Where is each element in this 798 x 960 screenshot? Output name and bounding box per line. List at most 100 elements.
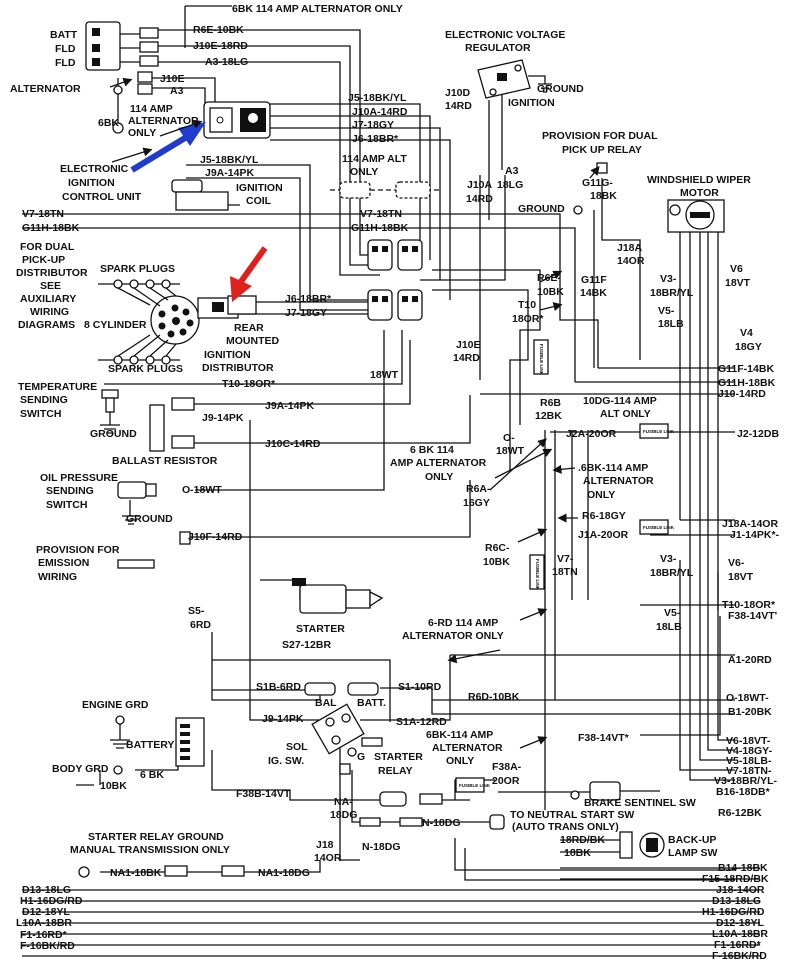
label-fdp1: FOR DUAL — [20, 241, 75, 253]
label-j10a-v: J10A — [467, 179, 493, 191]
emission-plug — [117, 559, 155, 569]
label-g11f: G11F — [581, 274, 607, 286]
electronic-ignition-control-unit — [203, 101, 271, 139]
label-j10e: J10E — [160, 73, 185, 85]
j10f-terminal — [179, 531, 191, 545]
label-batt2: BATT. — [357, 697, 386, 709]
fusible-link-label: FUSIBLE LINK — [535, 559, 540, 591]
brake-sentinel-switch — [570, 781, 660, 801]
label-or14: 14OR — [617, 255, 645, 267]
label-t10-right: T10-18OR* — [722, 599, 776, 611]
label-or14-j18: 14OR — [314, 852, 342, 864]
label-fdp5: AUXILIARY — [20, 293, 76, 305]
label-t10-mid: T10-18OR* — [222, 378, 276, 390]
label-vt18-top: 18VT — [725, 277, 751, 289]
label-j7-mid: J7-18GY — [285, 307, 327, 319]
ignition-coil — [171, 179, 229, 211]
label-b14-r: B14-18BK — [718, 862, 768, 874]
label-brake: BRAKE SENTINEL SW — [584, 797, 696, 809]
label-bk18-g11g: 18BK — [590, 190, 617, 202]
fusible-links — [455, 339, 669, 793]
label-fdp3: DISTRIBUTOR — [16, 267, 88, 279]
label-v7-low: V7- — [557, 553, 574, 565]
label-bk6-2a: .6BK-114 AMP — [578, 462, 648, 474]
label-j10a-top: J10A-14RD — [352, 106, 408, 118]
label-f38-mid: F38-14VT* — [578, 732, 630, 744]
label-rear2: MOUNTED — [226, 335, 279, 347]
neutral-plug — [399, 817, 423, 827]
label-j9a-long: J9A-14PK — [265, 400, 314, 412]
label-n18dg-1: N-18DG — [422, 817, 461, 829]
label-v7-left: V7-18TN — [22, 208, 64, 220]
label-alternator2: ALTERNATOR — [128, 115, 199, 127]
label-na1: NA1-18BK — [110, 867, 162, 879]
label-v4-right: V4-18GY- — [726, 745, 773, 757]
label-wsw1: WINDSHIELD WIPER — [647, 174, 751, 186]
label-oil1: OIL PRESSURE — [40, 472, 118, 484]
label-starter-relay1: STARTER — [374, 751, 423, 763]
label-dg10: 10DG-114 AMP — [583, 395, 657, 407]
label-g11f-right: G11F-14BK — [718, 363, 774, 375]
label-g11h-right: G11H-18BK — [718, 377, 776, 389]
label-r6-12bk: R6-12BK — [718, 807, 762, 819]
label-alt114-1: 114 AMP ALT — [342, 153, 407, 165]
label-r6-18gy: R6-18GY — [582, 510, 626, 522]
label-o18wt-right: O-18WT- — [726, 692, 769, 704]
label-a3-18lg: A3-18LG — [205, 56, 248, 68]
label-na1dg: NA1-18DG — [258, 867, 310, 879]
electronic-voltage-regulator — [477, 59, 552, 99]
label-t10: T10 — [518, 299, 536, 311]
label-r6b: R6B — [540, 397, 561, 409]
label-j18-r: J18-14OR — [716, 884, 765, 896]
label-v7-mid: V7-18TN — [360, 208, 402, 220]
label-v3-top: V3- — [660, 273, 677, 285]
label-pudp2: PICK UP RELAY — [562, 144, 642, 156]
label-r6e-top: R6E-10BK — [193, 24, 244, 36]
arrow-red — [230, 246, 268, 302]
label-j6-top: J6-18BR* — [352, 133, 399, 145]
label-j6-mid: J6-18BR* — [285, 293, 332, 305]
label-j10d: J10D — [445, 87, 471, 99]
label-wsw2: MOTOR — [680, 187, 719, 199]
label-j9a-mid: J9A-14PK — [205, 167, 254, 179]
label-ignition: IGNITION — [508, 97, 555, 109]
label-f38b: F38B-14VT — [236, 788, 291, 800]
label-r6d: R6D-10BK — [468, 691, 520, 703]
wires — [22, 5, 760, 957]
label-v3-right: V3-18BR/YL- — [714, 775, 778, 787]
label-j18a: J18A — [617, 242, 643, 254]
label-amp114: 114 AMP — [130, 103, 173, 115]
label-f16-r: F-16BK/RD — [712, 950, 767, 960]
label-rear3: IGNITION — [204, 349, 251, 361]
label-bk14: 14BK — [580, 287, 607, 299]
label-srg1: STARTER RELAY GROUND — [88, 831, 224, 843]
label-a1: A1-20RD — [728, 654, 772, 666]
label-bk6-114b-3: ONLY — [446, 755, 474, 767]
label-j1: J1-14PK*- — [730, 529, 780, 541]
label-lb18-low: 18LB — [656, 621, 682, 633]
label-pem1: PROVISION FOR — [36, 544, 120, 556]
label-j1a: J1A-20OR — [578, 529, 629, 541]
label-j5-mid: J5-18BK/YL — [200, 154, 259, 166]
label-eicu1: ELECTRONIC — [60, 163, 129, 175]
label-a3: A3 — [170, 85, 184, 97]
label-v6-right: V6-18VT- — [726, 735, 771, 747]
label-fld1: FLD — [55, 43, 76, 55]
label-backup2: LAMP SW — [668, 847, 717, 859]
label-f1-l: F1-16RD* — [20, 929, 68, 941]
label-pem3: WIRING — [38, 571, 77, 583]
label-r6a: R6A- — [466, 483, 491, 495]
label-gy18: 18GY — [735, 341, 762, 353]
label-s1b: S1B-6RD — [256, 681, 301, 693]
fusible-link-label: FUSIBLE LINK — [643, 525, 675, 530]
label-j5-top: J5-18BK/YL — [348, 92, 407, 104]
alternator-connector-mini — [112, 71, 153, 134]
label-rear4: DISTRIBUTOR — [202, 362, 274, 374]
label-f1-r: F1-16RD* — [714, 939, 762, 951]
label-g11h-left: G11H-18BK — [22, 222, 80, 234]
label-d12-l: D12-18YL — [22, 906, 70, 918]
label-rear1: REAR — [234, 322, 264, 334]
label-g: G — [357, 751, 365, 763]
label-bk18: 18BK — [564, 847, 591, 859]
